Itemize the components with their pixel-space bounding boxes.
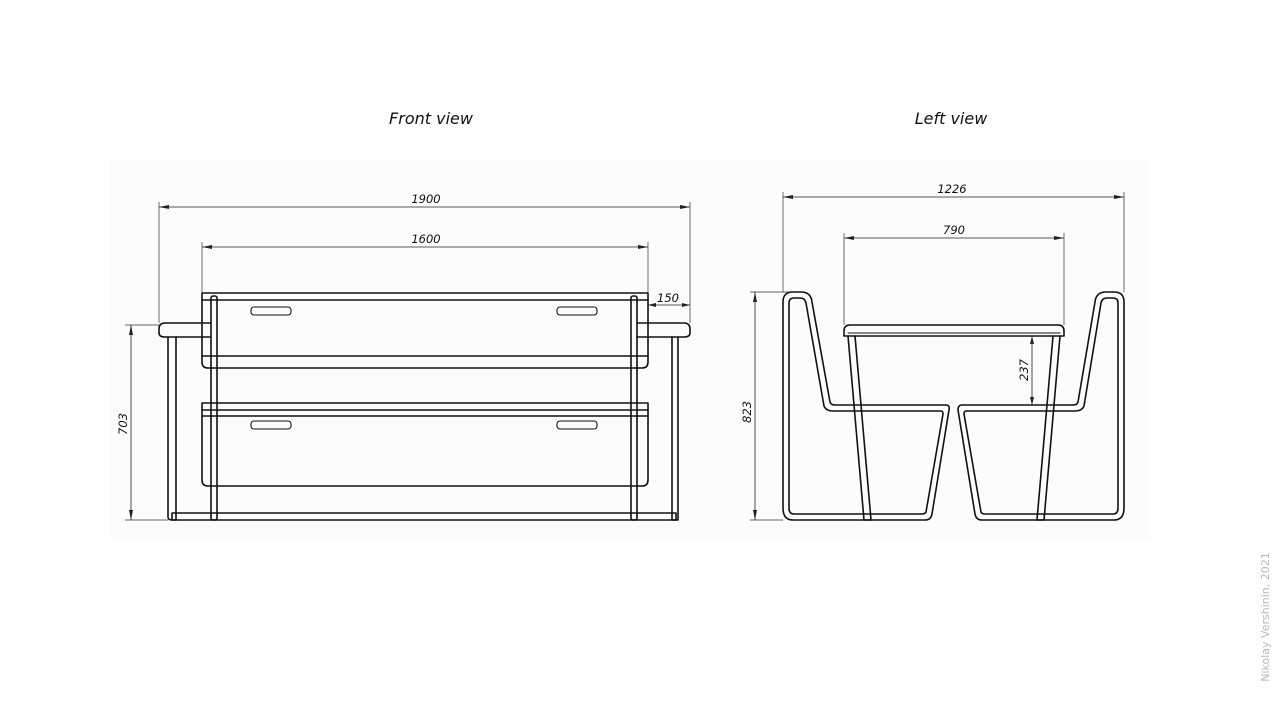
left-view-table-top: [843, 324, 1065, 337]
front-lower-top-rail: [201, 402, 649, 411]
left-view-table-leg-right: [1036, 335, 1061, 521]
front-dim-table-width: 1600: [201, 232, 649, 293]
left-bench-outer-frame: [782, 291, 950, 521]
front-dim-overhang-label: 150: [657, 291, 679, 305]
front-lower-left-slot: [250, 420, 292, 430]
author-credit: Nikolay Vershinin, 2021: [1259, 552, 1272, 682]
front-table-top: [201, 292, 649, 301]
left-dim-table-depth-label: 790: [943, 223, 965, 237]
left-dim-height-label: 823: [740, 401, 754, 423]
front-upper-panel: [201, 299, 649, 369]
left-dim-overall-depth-label: 1226: [937, 182, 966, 196]
left-view-table-leg-left: [847, 335, 872, 521]
front-dim-overhang: 150: [648, 291, 690, 307]
front-dim-overall-width: 1900: [158, 192, 691, 323]
left-dim-table-to-seat: 237: [1017, 336, 1034, 405]
front-upper-left-slot: [250, 306, 292, 316]
front-dim-height-label: 703: [116, 413, 130, 435]
left-dim-table-depth: 790: [843, 223, 1065, 325]
right-bench-outer-frame: [957, 291, 1125, 521]
left-dim-overall-depth: 1226: [782, 182, 1125, 292]
left-dim-table-to-seat-label: 237: [1017, 358, 1031, 381]
right-bench-inner-frame: [963, 297, 1119, 515]
front-dim-overall-width-label: 1900: [411, 192, 440, 206]
front-view-title: Front view: [389, 109, 474, 128]
left-view: Left view 1226 790: [740, 109, 1125, 521]
front-left-bench-top: [158, 322, 211, 338]
left-view-title: Left view: [915, 109, 989, 128]
drawing-sheet: [110, 160, 1150, 540]
front-base-rail: [171, 512, 677, 521]
front-right-frame-tube: [630, 295, 638, 521]
front-dim-table-width-label: 1600: [411, 232, 440, 246]
front-lower-right-slot: [556, 420, 598, 430]
front-upper-right-slot: [556, 306, 598, 316]
front-left-frame-tube: [210, 295, 218, 521]
left-dim-height: 823: [740, 291, 790, 521]
front-view: Front view 1900: [116, 109, 691, 521]
front-right-bench-top: [636, 322, 691, 338]
left-bench-inner-frame: [788, 297, 944, 515]
front-lower-panel: [201, 409, 649, 487]
front-dim-height: 703: [116, 324, 168, 521]
